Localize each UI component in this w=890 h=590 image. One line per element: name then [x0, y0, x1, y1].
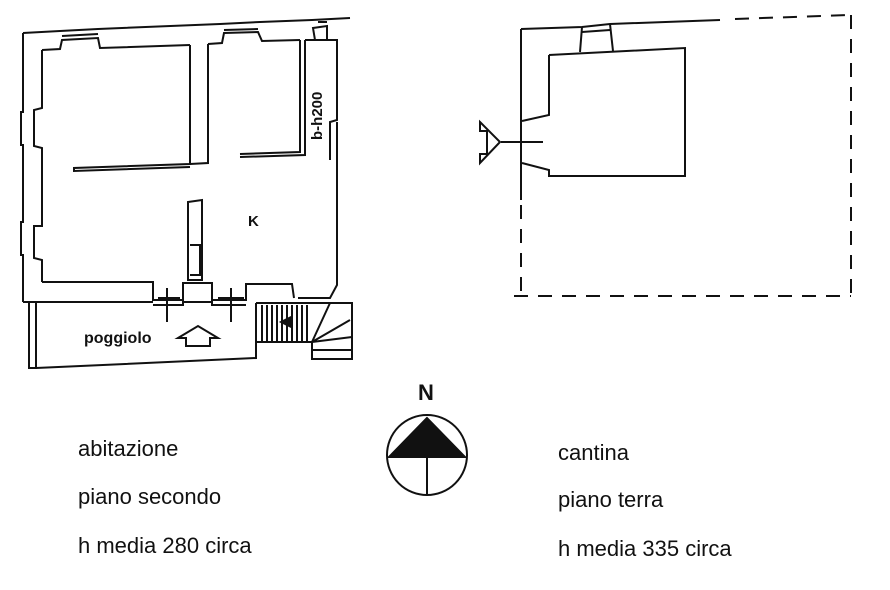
cantina-entrance-arrow-icon	[479, 119, 502, 166]
kitchen-label: K	[248, 213, 259, 230]
right-caption-title: cantina	[558, 440, 629, 465]
bathroom-label: b-h200	[309, 91, 326, 140]
stair-direction-arrow-icon	[278, 315, 293, 329]
right-caption-floor: piano terra	[558, 487, 664, 512]
staircase	[256, 302, 353, 360]
balcony-outline	[28, 302, 257, 369]
left-plan-walls	[20, 17, 351, 322]
left-caption-floor: piano secondo	[78, 484, 222, 509]
left-caption-title: abitazione	[78, 436, 179, 461]
balcony-label: poggiolo	[84, 330, 152, 347]
entrance-arrow-icon	[174, 324, 222, 347]
right-plan-walls	[501, 19, 721, 200]
cantina-property-boundary	[514, 14, 852, 297]
north-compass	[386, 414, 468, 496]
left-caption-height: h media 280 circa	[78, 533, 252, 558]
right-caption-height: h media 335 circa	[558, 536, 732, 561]
north-label: N	[418, 380, 434, 405]
